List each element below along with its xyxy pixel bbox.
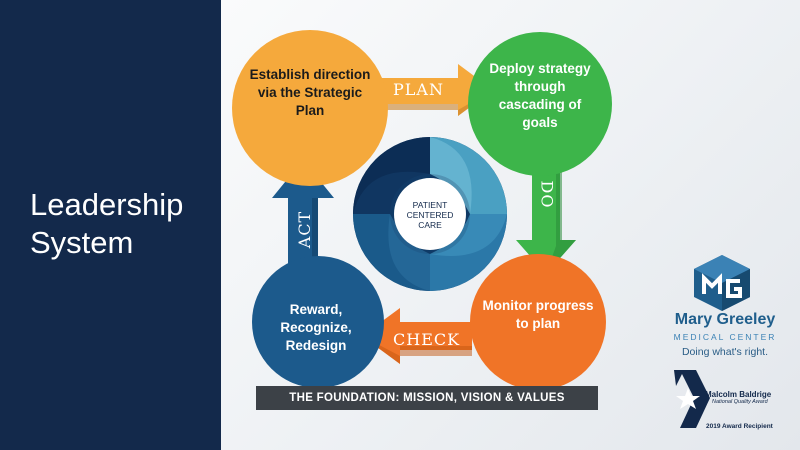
node-act-circle — [252, 256, 384, 388]
mg-hexagon-logo-icon — [694, 255, 750, 311]
baldrige-star-icon — [674, 370, 710, 428]
arrow-check — [362, 308, 472, 364]
arrow-plan — [366, 64, 493, 116]
center-label: PATIENT CENTERED CARE — [406, 200, 454, 230]
arrow-label-do: DO — [537, 180, 557, 209]
org-tagline: Doing what's right. — [681, 346, 769, 358]
node-plan-text: Establish direction via the Strategic Pl… — [249, 67, 371, 118]
org-subtitle: MEDICAL CENTER — [673, 332, 777, 342]
arrow-label-check: CHECK — [393, 330, 461, 349]
node-do-circle — [468, 32, 612, 176]
node-act-text: Reward, Recognize, Redesign — [280, 302, 352, 353]
award-subtitle: National Quality Award — [712, 399, 768, 405]
arrow-label-plan: PLAN — [393, 80, 444, 99]
slide-title: Leadership System — [30, 187, 184, 260]
arrow-do — [516, 162, 576, 274]
center-swirl-graphic — [353, 137, 507, 291]
node-check-text: Monitor progress to plan — [482, 298, 594, 331]
arrow-label-act: ACT — [295, 210, 315, 249]
node-check-circle — [470, 254, 606, 390]
title-panel: Leadership System — [0, 0, 221, 450]
org-name: Mary Greeley — [674, 311, 776, 328]
node-do-text: Deploy strategy through cascading of goa… — [489, 61, 591, 130]
node-plan-circle — [232, 30, 388, 186]
award-name: Malcolm Baldrige — [705, 390, 772, 399]
foundation-bar: THE FOUNDATION: MISSION, VISION & VALUES — [256, 386, 598, 410]
award-year: 2019 Award Recipient — [706, 423, 773, 430]
